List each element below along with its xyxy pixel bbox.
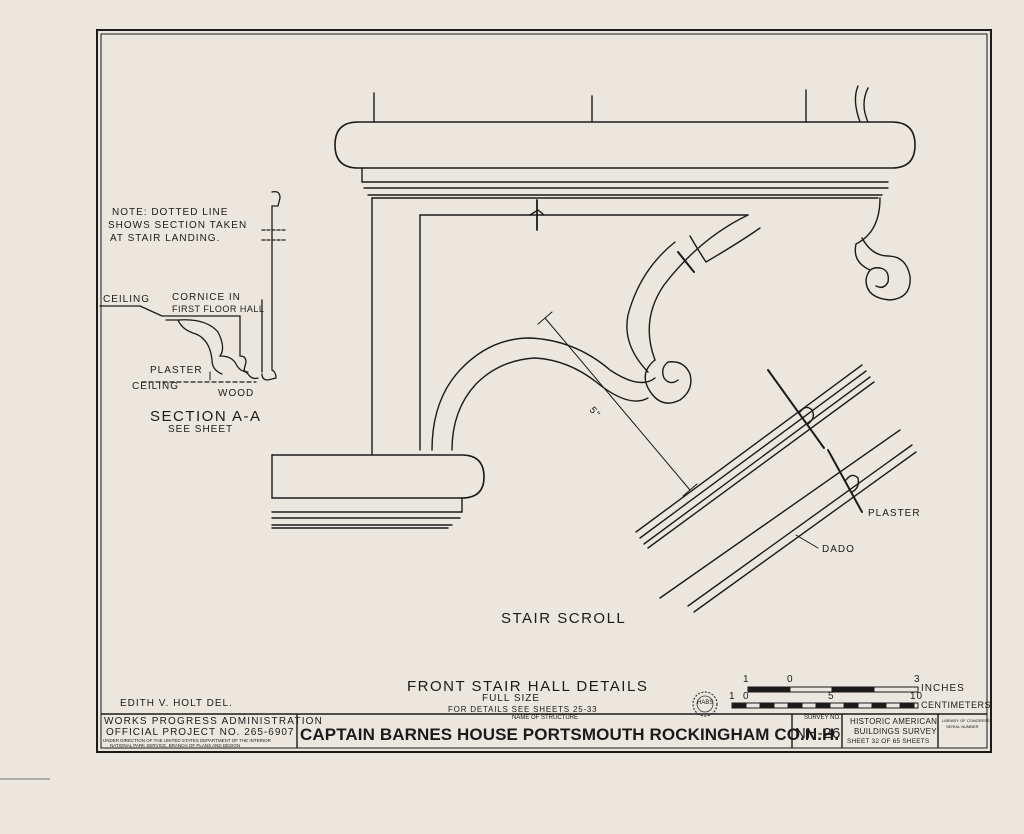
inch-tick-0: 0: [787, 674, 794, 685]
details-ref: FOR DETAILS SEE SHEETS 25-33: [448, 705, 598, 714]
delineator: EDITH V. HOLT DEL.: [120, 698, 233, 709]
sheet-border: [96, 29, 992, 753]
sheet-count: SHEET 32 OF 65 SHEETS: [847, 738, 930, 745]
wood-label: WOOD: [218, 388, 255, 399]
loc-line-2: SERIAL NUMBER: [946, 724, 979, 729]
section-a-a-drawing: [99, 190, 287, 383]
cm-tick-0: 0: [743, 691, 750, 702]
cornice-label-1: CORNICE IN: [172, 292, 241, 303]
wpa-line-1: WORKS PROGRESS ADMINISTRATION: [104, 716, 324, 727]
cornice-label-2: FIRST FLOOR HALL: [172, 304, 265, 314]
stamp-text: HABS: [697, 700, 714, 706]
survey-caption: SURVEY NO.: [804, 715, 841, 721]
habs-stamp: [692, 691, 718, 717]
wpa-line-2: OFFICIAL PROJECT NO. 265-6907: [106, 727, 295, 738]
structure-name: CAPTAIN BARNES HOUSE PORTSMOUTH ROCKINGH…: [300, 725, 840, 744]
note-line-1: NOTE: DOTTED LINE: [112, 207, 229, 218]
cm-tick-5: 5: [828, 691, 835, 702]
wpa-line-4: NATIONAL PARK SERVICE, BRANCH OF PLANS A…: [110, 743, 241, 748]
note-line-2: SHOWS SECTION TAKEN: [108, 220, 248, 231]
ceiling-lower-label: CEILING: [132, 381, 180, 392]
section-title: SECTION A-A: [150, 408, 262, 425]
cm-tick-10: 10: [910, 691, 924, 702]
stair-scroll-drawing: [271, 85, 917, 613]
section-sub: SEE SHEET: [168, 424, 234, 435]
inch-tick-1: 1: [743, 674, 750, 685]
scale-bar-graphic: [731, 686, 919, 709]
inch-tick-3: 3: [914, 674, 921, 685]
title-block-frame: [101, 713, 987, 748]
loc-line-1: LIBRARY OF CONGRESS: [942, 718, 990, 723]
cm-tick-1: 1: [729, 691, 736, 702]
stair-scroll-title: STAIR SCROLL: [501, 610, 627, 627]
ceiling-upper-label: CEILING: [103, 294, 151, 305]
habs-line-1: HISTORIC AMERICAN: [850, 717, 938, 726]
plaster-left-label: PLASTER: [150, 365, 203, 376]
wpa-line-3: UNDER DIRECTION OF THE UNITED STATES DEP…: [103, 738, 271, 743]
survey-number: NH-26: [795, 725, 841, 742]
dado-label: DADO: [822, 544, 855, 555]
plaster-right-label: PLASTER: [868, 508, 921, 519]
inch-unit: INCHES: [921, 683, 965, 694]
cm-unit: CENTIMETERS: [921, 700, 992, 710]
habs-line-2: BUILDINGS SURVEY: [854, 727, 937, 736]
scale-note: FULL SIZE: [482, 693, 541, 704]
sheet-title: FRONT STAIR HALL DETAILS: [407, 678, 649, 695]
structure-caption: NAME OF STRUCTURE: [512, 715, 578, 721]
note-line-3: AT STAIR LANDING.: [110, 233, 221, 244]
